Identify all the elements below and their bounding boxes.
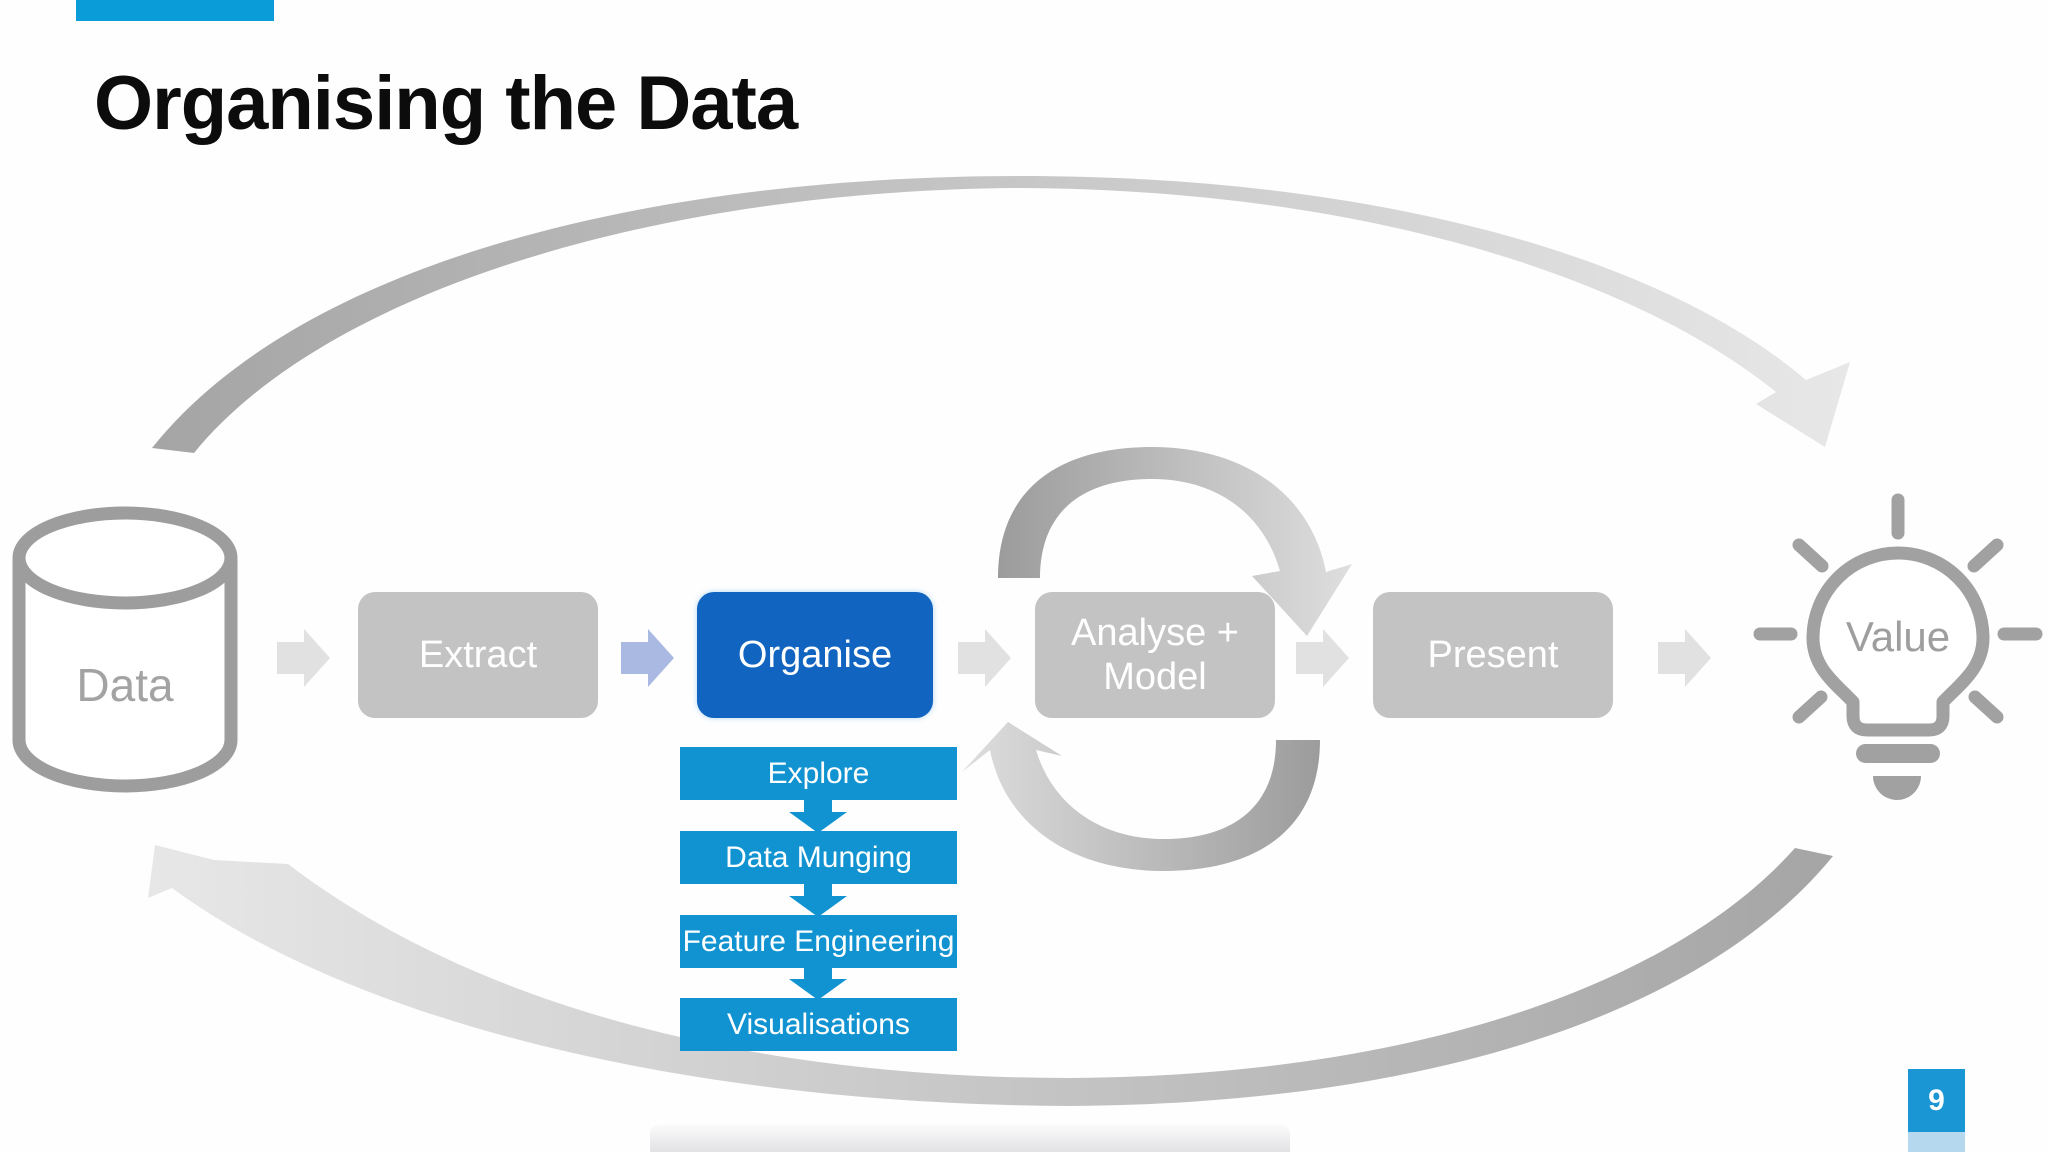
stage-box-analyse-model: Analyse + Model bbox=[1035, 592, 1275, 718]
flow-arrow-extract-organise bbox=[621, 629, 674, 687]
substep-down-arrow-icon bbox=[789, 799, 847, 1000]
feedback-arc-bottom bbox=[148, 845, 1833, 1106]
lightbulb-icon bbox=[1753, 493, 2043, 800]
substep-bar-data-munging: Data Munging bbox=[680, 831, 957, 884]
stage-label: Present bbox=[1427, 634, 1559, 676]
stage-box-organise: Organise bbox=[697, 592, 933, 718]
accent-bar bbox=[76, 0, 274, 21]
bottom-progress-strip bbox=[650, 1124, 1290, 1152]
substep-label: Visualisations bbox=[727, 1007, 910, 1041]
data-source-label: Data bbox=[76, 659, 174, 711]
substep-label: Explore bbox=[767, 756, 870, 790]
substep-label: Data Munging bbox=[725, 840, 912, 874]
flow-arrow-organise-analyse bbox=[958, 629, 1011, 687]
stage-box-present: Present bbox=[1373, 592, 1613, 718]
feedback-arc-top bbox=[152, 176, 1850, 453]
page-number-badge: 9 bbox=[1908, 1069, 1965, 1132]
page-badge-strip bbox=[1908, 1132, 1965, 1152]
stage-label-line1: Analyse + bbox=[1071, 612, 1239, 654]
substep-bar-explore: Explore bbox=[680, 747, 957, 800]
flow-arrow-analyse-present bbox=[1296, 629, 1349, 687]
substep-bar-visualisations: Visualisations bbox=[680, 998, 957, 1051]
page-number: 9 bbox=[1928, 1083, 1945, 1117]
value-outcome-label: Value bbox=[1845, 613, 1951, 660]
stage-box-extract: Extract bbox=[358, 592, 598, 718]
substep-bar-feature-engineering: Feature Engineering bbox=[680, 915, 957, 968]
flow-arrow-data-extract bbox=[277, 629, 330, 687]
substep-label: Feature Engineering bbox=[682, 924, 955, 958]
database-cylinder-icon bbox=[12, 506, 238, 793]
page-title: Organising the Data bbox=[94, 61, 798, 146]
stage-label: Extract bbox=[418, 634, 538, 676]
flow-arrow-present-value bbox=[1658, 629, 1711, 687]
cycle-arrows-icon bbox=[962, 447, 1352, 871]
stage-label: Organise bbox=[737, 634, 893, 676]
stage-label-line2: Model bbox=[1103, 656, 1207, 698]
